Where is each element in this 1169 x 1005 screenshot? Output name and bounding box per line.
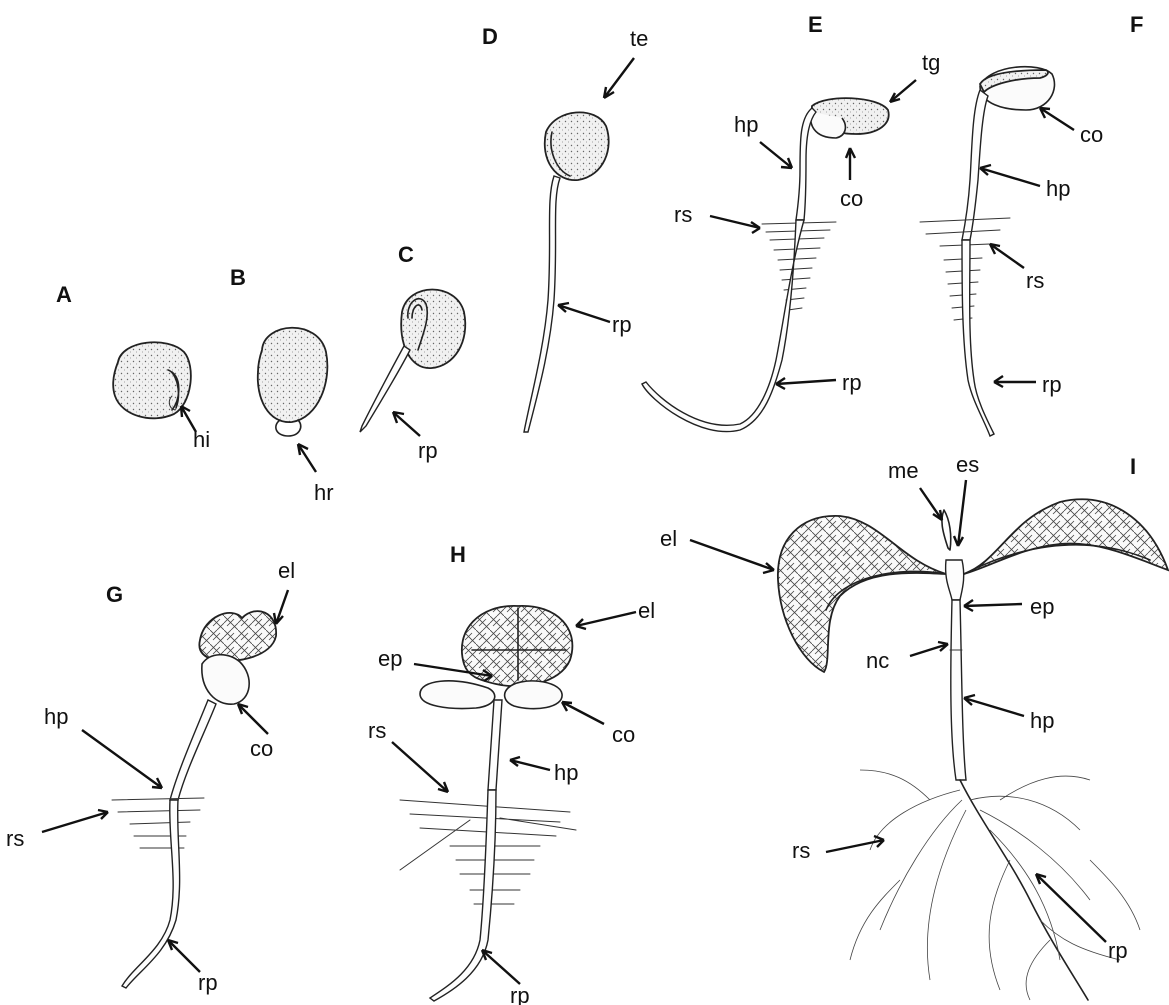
- arrow-co-h: [562, 702, 604, 724]
- arrow-rp-d: [558, 303, 610, 322]
- arrow-el-i: [690, 540, 774, 573]
- arrow-hr: [298, 444, 316, 472]
- label-el-g: el: [278, 558, 295, 583]
- arrow-rp-f: [994, 376, 1036, 387]
- arrow-rp-e: [776, 378, 836, 389]
- label-es: es: [956, 452, 979, 477]
- panel-c: C rp: [360, 242, 465, 463]
- label-rp-c: rp: [418, 438, 438, 463]
- arrow-rp-h: [482, 950, 520, 984]
- arrow-rp-c: [393, 412, 420, 436]
- label-ep-h: ep: [378, 646, 402, 671]
- arrow-es: [954, 480, 966, 546]
- label-rs-i: rs: [792, 838, 810, 863]
- label-rs-g: rs: [6, 826, 24, 851]
- arrow-rs-g: [42, 810, 108, 832]
- label-rp-g: rp: [198, 970, 218, 995]
- label-rp-e: rp: [842, 370, 862, 395]
- arrow-me: [920, 488, 942, 520]
- panel-a: A hi: [56, 282, 210, 452]
- panel-i: I me es el ep nc hp rs rp: [660, 452, 1168, 1000]
- label-rp-i: rp: [1108, 938, 1128, 963]
- arrow-te: [604, 58, 634, 98]
- panel-letter-c: C: [398, 242, 414, 267]
- label-co-f: co: [1080, 122, 1103, 147]
- panel-b: B hr: [230, 265, 334, 505]
- label-hi: hi: [193, 427, 210, 452]
- label-te: te: [630, 26, 648, 51]
- arrow-co-e: [846, 148, 855, 180]
- arrow-ep-i: [964, 600, 1022, 611]
- label-co-g: co: [250, 736, 273, 761]
- seed-a: [113, 342, 191, 418]
- panel-g: G el co hp rs rp: [6, 558, 295, 995]
- label-el-i: el: [660, 526, 677, 551]
- label-hp-h: hp: [554, 760, 578, 785]
- seedling-c: [360, 290, 465, 433]
- label-el-h: el: [638, 598, 655, 623]
- arrow-hp-h: [510, 757, 550, 770]
- label-hp-f: hp: [1046, 176, 1070, 201]
- panel-letter-h: H: [450, 542, 466, 567]
- panel-d: D te rp: [482, 24, 648, 432]
- panel-letter-d: D: [482, 24, 498, 49]
- label-rs-f: rs: [1026, 268, 1044, 293]
- label-rp-h: rp: [510, 983, 530, 1005]
- panel-e: E tg hp co rs rp: [642, 12, 940, 432]
- arrow-hp-e: [760, 142, 792, 168]
- arrow-rs-e: [710, 216, 760, 233]
- seedling-g: [112, 611, 276, 988]
- label-me: me: [888, 458, 919, 483]
- arrow-hp-i: [964, 695, 1024, 716]
- arrow-co-f: [1040, 108, 1074, 130]
- arrow-rs-h: [392, 742, 448, 792]
- label-co-h: co: [612, 722, 635, 747]
- label-ep-i: ep: [1030, 594, 1054, 619]
- arrow-tg: [890, 80, 916, 102]
- seedling-i: [778, 499, 1168, 1000]
- arrow-el-g: [274, 590, 288, 624]
- label-tg: tg: [922, 50, 940, 75]
- arrow-rs-f: [990, 244, 1024, 268]
- label-co-e: co: [840, 186, 863, 211]
- seedling-f: [920, 67, 1054, 436]
- label-hp-i: hp: [1030, 708, 1054, 733]
- arrow-nc: [910, 642, 948, 656]
- panel-letter-e: E: [808, 12, 823, 37]
- seedling-d: [524, 112, 609, 432]
- panel-letter-b: B: [230, 265, 246, 290]
- arrow-hp-g: [82, 730, 162, 788]
- panel-letter-i: I: [1130, 454, 1136, 479]
- label-hp-g: hp: [44, 704, 68, 729]
- panel-f: F co hp rs rp: [920, 12, 1143, 436]
- panel-letter-a: A: [56, 282, 72, 307]
- arrow-co-g: [238, 704, 268, 734]
- panel-h: H el ep co rs hp rp: [368, 542, 655, 1005]
- seed-b: [258, 328, 328, 436]
- arrow-rp-g: [168, 940, 200, 972]
- arrow-hp-f: [980, 165, 1040, 186]
- label-nc: nc: [866, 648, 889, 673]
- panel-letter-g: G: [106, 582, 123, 607]
- label-rp-d: rp: [612, 312, 632, 337]
- label-hr: hr: [314, 480, 334, 505]
- arrow-el-h: [576, 612, 636, 629]
- label-hp-e: hp: [734, 112, 758, 137]
- label-rs-e: rs: [674, 202, 692, 227]
- label-rp-f: rp: [1042, 372, 1062, 397]
- panel-letter-f: F: [1130, 12, 1143, 37]
- label-rs-h: rs: [368, 718, 386, 743]
